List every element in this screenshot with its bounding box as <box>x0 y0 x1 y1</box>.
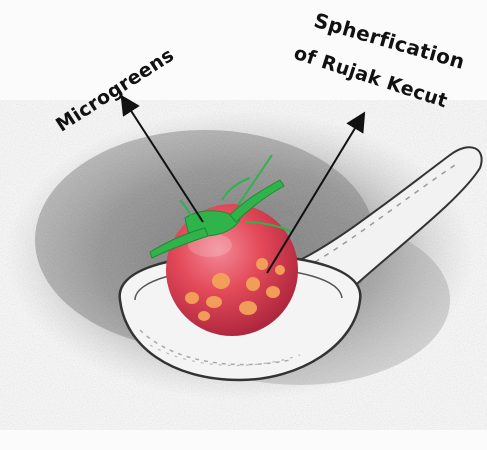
illustration-canvas: Microgreens Spherfication of Rujak Kecut <box>0 0 487 450</box>
spoon-illustration <box>0 0 487 450</box>
